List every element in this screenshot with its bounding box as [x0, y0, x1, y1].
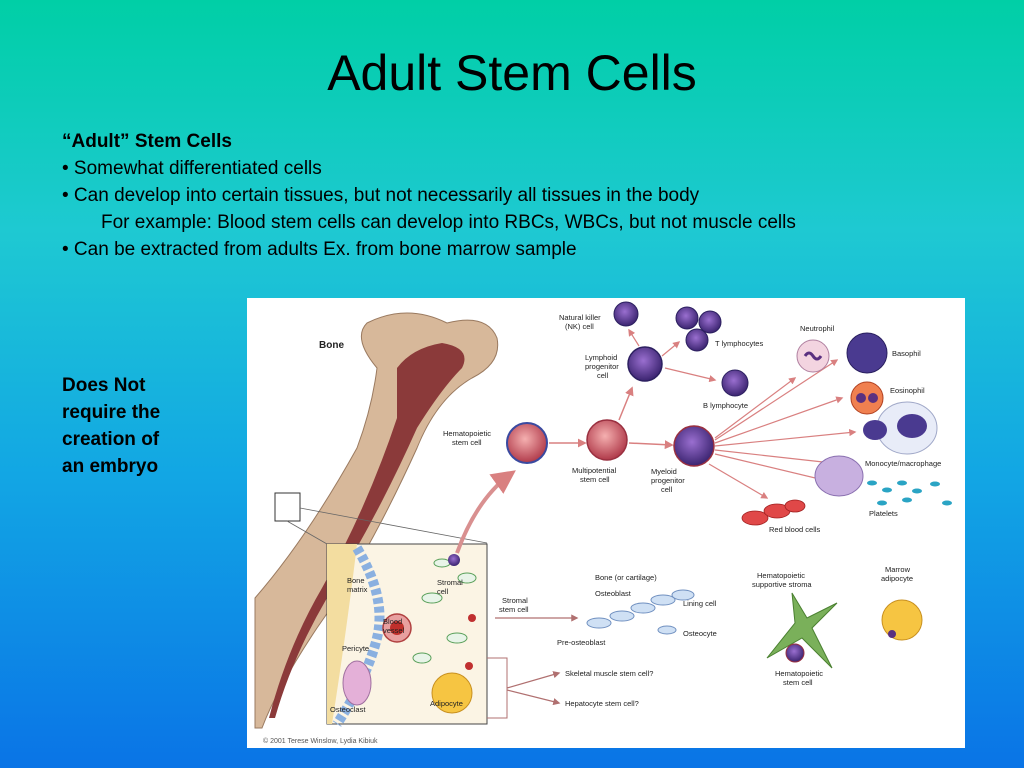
bone-illustration: [254, 312, 499, 729]
label-pericyte: Pericyte: [342, 644, 369, 653]
label-rbc: Red blood cells: [769, 525, 821, 534]
label-pre-osteoblast: Pre-osteoblast: [557, 638, 606, 647]
label-skeletal-muscle: Skeletal muscle stem cell?: [565, 669, 653, 678]
bullet-item: • Can develop into certain tissues, but …: [62, 185, 700, 206]
label-platelets: Platelets: [869, 509, 898, 518]
bullet-heading: “Adult” Stem Cells: [62, 131, 232, 152]
slide-title: Adult Stem Cells: [327, 45, 697, 101]
label-t-lymphocytes: T lymphocytes: [715, 339, 763, 348]
label-neutrophil: Neutrophil: [800, 324, 835, 333]
label-osteocyte: Osteocyte: [683, 629, 717, 638]
bullet-item: • Somewhat differentiated cells: [62, 158, 322, 179]
label-bone-matrix: Bone: [347, 576, 365, 585]
t-lymphocyte: [685, 328, 709, 352]
label-lining-cell: Lining cell: [683, 599, 717, 608]
bone-shape: [254, 312, 499, 729]
osteoblast-layer: [586, 589, 695, 635]
label-bone-cartilage: Bone (or cartilage): [595, 573, 657, 582]
bullet-list: “Adult” Stem Cells • Somewhat differenti…: [62, 130, 962, 265]
label-blood-vessel: Blood: [383, 617, 402, 626]
basophil: [846, 332, 888, 374]
label-myeloid: Myeloid: [651, 467, 677, 476]
hematopoietic-stem-cell: [506, 422, 548, 464]
side-note-line: an embryo: [62, 456, 159, 477]
monocyte: [814, 455, 864, 497]
label-bone-matrix: matrix: [347, 585, 368, 594]
label-stroma-hsc: Hematopoietic: [775, 669, 823, 678]
label-marrow-adipocyte: adipocyte: [881, 574, 913, 583]
label-hsc: Hematopoietic: [443, 429, 491, 438]
sub-bullet-item: For example: Blood stem cells can develo…: [101, 212, 796, 233]
label-multipotential: stem cell: [580, 475, 610, 484]
label-bone: Bone: [319, 340, 344, 351]
stroma-hsc: [785, 643, 805, 663]
label-multipotential: Multipotential: [572, 466, 617, 475]
copyright-text: © 2001 Terese Winslow, Lydia Kibiuk: [263, 737, 378, 745]
nk-cell: [613, 301, 639, 327]
label-myeloid: progenitor: [651, 476, 685, 485]
side-note-line: Does Not: [62, 375, 146, 396]
t-lymphocyte: [698, 310, 722, 334]
label-lymphoid: Lymphoid: [585, 353, 617, 362]
label-myeloid: cell: [661, 485, 673, 494]
label-hepatocyte: Hepatocyte stem cell?: [565, 699, 639, 708]
label-adipocyte: Adipocyte: [430, 699, 463, 708]
zoom-box: [274, 492, 301, 522]
label-stromal-stem: Stromal: [502, 596, 528, 605]
eosinophil: [850, 381, 884, 415]
label-supportive-stroma: supportive stroma: [752, 580, 812, 589]
t-lymphocyte: [675, 306, 699, 330]
marrow-inset: [326, 543, 488, 727]
label-monocyte: Monocyte/macrophage: [865, 459, 941, 468]
side-note-line: require the: [62, 402, 161, 423]
marrow-cavity: [269, 343, 465, 718]
label-lymphoid: progenitor: [585, 362, 619, 371]
label-stromal-stem: stem cell: [499, 605, 529, 614]
label-nk: (NK) cell: [565, 322, 594, 331]
label-lymphoid: cell: [597, 371, 609, 380]
label-stromal-cell: Stromal: [437, 578, 463, 587]
label-osteoclast: Osteoclast: [330, 705, 366, 714]
label-blood-vessel: vessel: [383, 626, 405, 635]
red-blood-cells: [741, 499, 806, 526]
myeloid-progenitor-cell: [673, 425, 715, 467]
label-stromal-cell: cell: [437, 587, 449, 596]
label-supportive-stroma: Hematopoietic: [757, 571, 805, 580]
platelets: [867, 480, 952, 506]
label-stroma-hsc: stem cell: [783, 678, 813, 687]
multipotential-stem-cell: [586, 419, 628, 461]
label-hsc: stem cell: [452, 438, 482, 447]
stromal-cell-shape: [766, 592, 838, 669]
label-b-lymphocyte: B lymphocyte: [703, 401, 748, 410]
label-nk: Natural killer: [559, 313, 601, 322]
label-basophil: Basophil: [892, 349, 921, 358]
side-note: Does Not require the creation of an embr…: [62, 372, 232, 480]
label-eosinophil: Eosinophil: [890, 386, 925, 395]
lymphoid-progenitor-cell: [627, 346, 663, 382]
bullet-item: • Can be extracted from adults Ex. from …: [62, 239, 577, 260]
label-osteoblast: Osteoblast: [595, 589, 632, 598]
stem-cell-diagram: Bone Bone matrix Stromal cell Blood vess…: [247, 298, 965, 748]
side-note-line: creation of: [62, 429, 160, 450]
label-marrow-adipocyte: Marrow: [885, 565, 911, 574]
b-lymphocyte: [721, 369, 749, 397]
